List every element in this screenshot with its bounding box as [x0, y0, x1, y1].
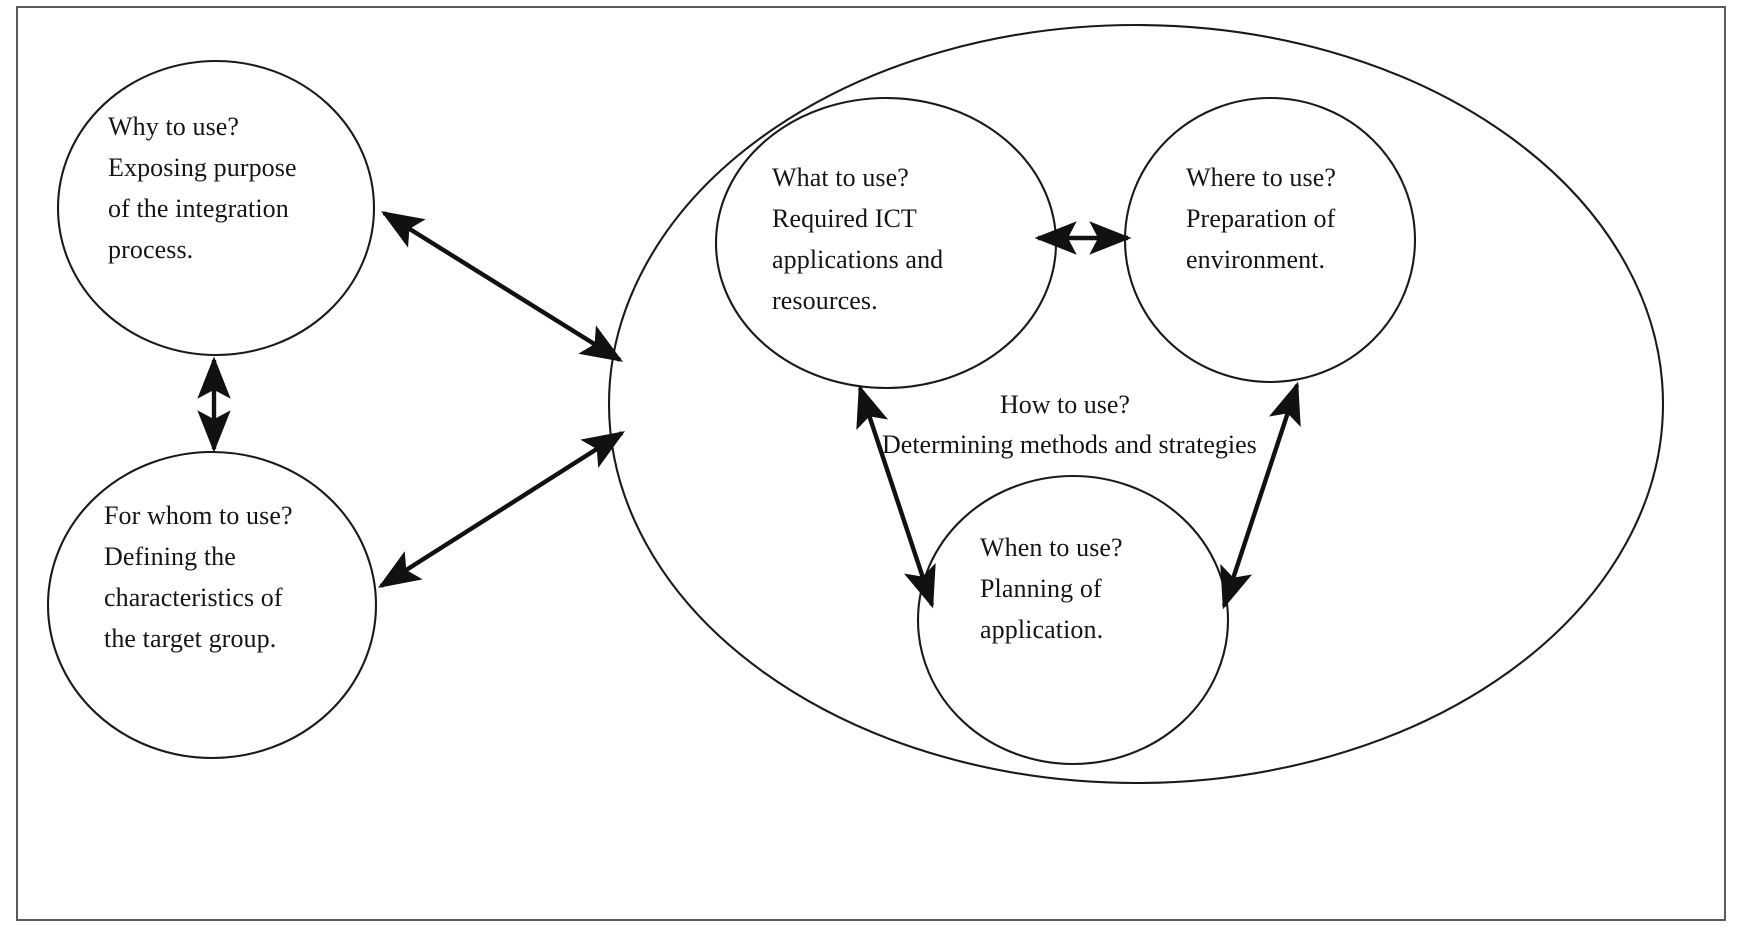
- how-to-use-title: How to use?: [1000, 390, 1130, 419]
- arrow-what-when: [856, 384, 936, 609]
- arrow-why-group: [381, 211, 623, 362]
- how-to-use-subtitle: Determining methods and strategies: [882, 430, 1257, 459]
- for-whom-to-use-label: For whom to use? Defining the characteri…: [104, 501, 293, 653]
- how-to-use-group-circle: [607, 23, 1665, 785]
- why-to-use-ellipse: [56, 59, 376, 357]
- what-to-use-label: What to use? Required ICT applications a…: [772, 163, 944, 315]
- why-to-use-label: Why to use? Exposing purpose of the inte…: [108, 112, 297, 264]
- when-to-use-label: When to use? Planning of application.: [980, 533, 1123, 644]
- where-to-use-label: Where to use? Preparation of environment…: [1186, 163, 1337, 274]
- arrow-when-where: [1220, 381, 1301, 610]
- when-to-use-ellipse: [916, 474, 1230, 766]
- arrow-forwhom-group: [378, 431, 625, 588]
